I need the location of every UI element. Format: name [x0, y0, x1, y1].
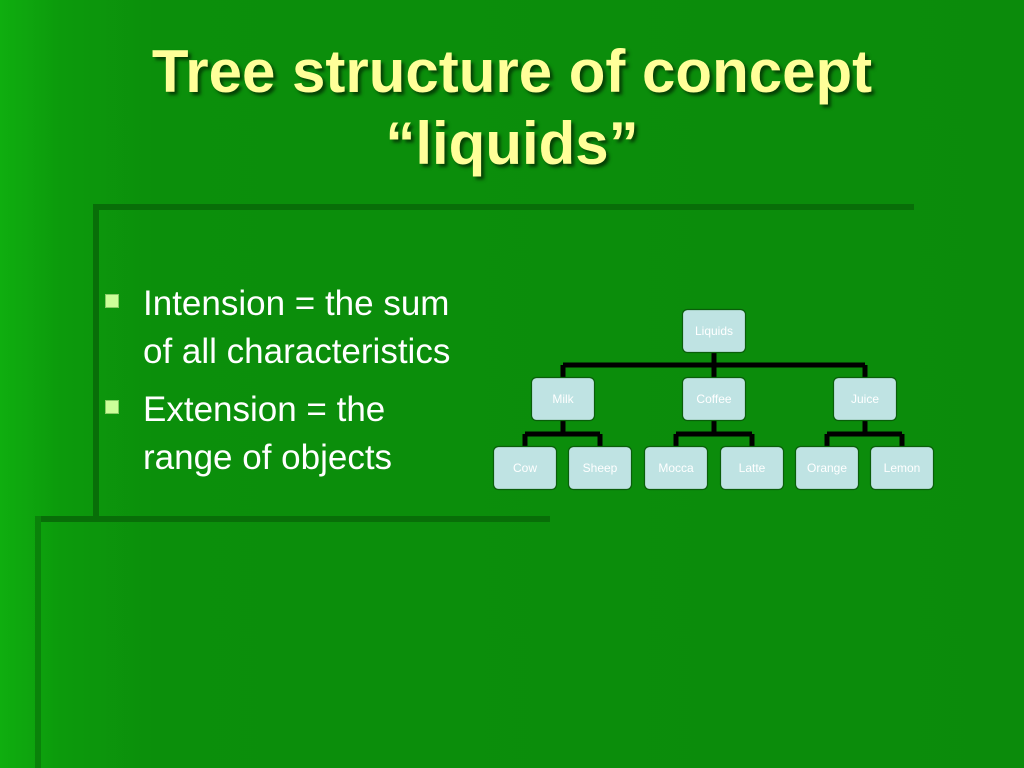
node-root-liquids: Liquids	[681, 308, 747, 354]
node-cow: Cow	[492, 445, 558, 491]
node-box	[794, 445, 860, 491]
node-label: Lemon	[884, 461, 921, 475]
bullet-text-line-1: Extension = the	[143, 390, 386, 429]
node-label: Coffee	[696, 392, 731, 406]
decorative-bar-middle	[35, 516, 550, 522]
node-label: Juice	[851, 392, 879, 406]
node-coffee: Coffee	[681, 376, 747, 422]
node-orange: Orange	[794, 445, 860, 491]
node-box	[643, 445, 709, 491]
node-box	[832, 376, 898, 422]
node-latte: Latte	[719, 445, 785, 491]
slide-title-line-2: “liquids”	[385, 110, 639, 177]
bullet-text-line-1: Intension = the sum	[143, 284, 450, 323]
node-sheep: Sheep	[567, 445, 633, 491]
decorative-bar-top	[96, 204, 914, 210]
node-lemon: Lemon	[869, 445, 935, 491]
node-label: Mocca	[658, 461, 694, 475]
node-label: Latte	[739, 461, 766, 475]
bullet-text-line-2: range of objects	[143, 438, 393, 477]
bullet-item-extension: Extension = the range of objects	[105, 386, 505, 482]
node-box	[530, 376, 596, 422]
node-box	[719, 445, 785, 491]
node-label: Cow	[513, 461, 537, 475]
node-mocca: Mocca	[643, 445, 709, 491]
bullet-item-intension: Intension = the sum of all characteristi…	[105, 280, 505, 376]
node-box	[492, 445, 558, 491]
bullet-list: Intension = the sum of all characteristi…	[105, 280, 505, 492]
square-bullet-icon	[105, 294, 119, 308]
node-juice: Juice	[832, 376, 898, 422]
slide-title: Tree structure of concept “liquids”	[0, 36, 1024, 180]
bullet-text-line-2: of all characteristics	[143, 332, 451, 371]
slide-title-line-1: Tree structure of concept	[151, 38, 873, 105]
node-label: Liquids	[695, 324, 733, 338]
decorative-bar-left	[93, 204, 99, 519]
node-box	[567, 445, 633, 491]
node-label: Orange	[807, 461, 847, 475]
node-label: Sheep	[583, 461, 618, 475]
node-milk: Milk	[530, 376, 596, 422]
decorative-bar-lower-left	[35, 516, 41, 768]
node-label: Milk	[552, 392, 574, 406]
node-box	[681, 376, 747, 422]
node-box	[869, 445, 935, 491]
square-bullet-icon	[105, 400, 119, 414]
node-box	[681, 308, 747, 354]
